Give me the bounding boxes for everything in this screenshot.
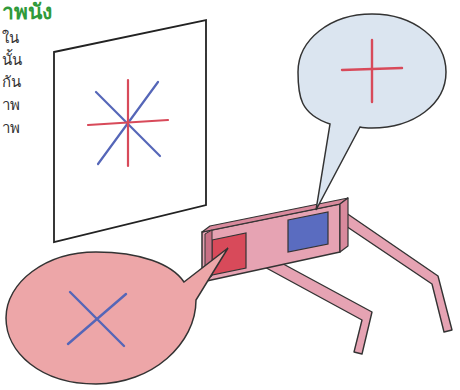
overlapping-image bbox=[88, 80, 168, 166]
body-text-fragment: นั้น bbox=[2, 50, 22, 70]
red-lens-bubble bbox=[6, 248, 228, 384]
body-text-fragment: าพ bbox=[2, 118, 20, 138]
projection-screen bbox=[54, 20, 206, 242]
blue-lens-bubble bbox=[298, 14, 446, 210]
section-title: าพนัง bbox=[2, 0, 52, 24]
body-text-fragment: กัน bbox=[2, 72, 21, 92]
body-text-fragment: าพ bbox=[2, 95, 20, 115]
body-text-fragment: ใน bbox=[2, 28, 19, 48]
glasses-frame bbox=[202, 198, 348, 282]
